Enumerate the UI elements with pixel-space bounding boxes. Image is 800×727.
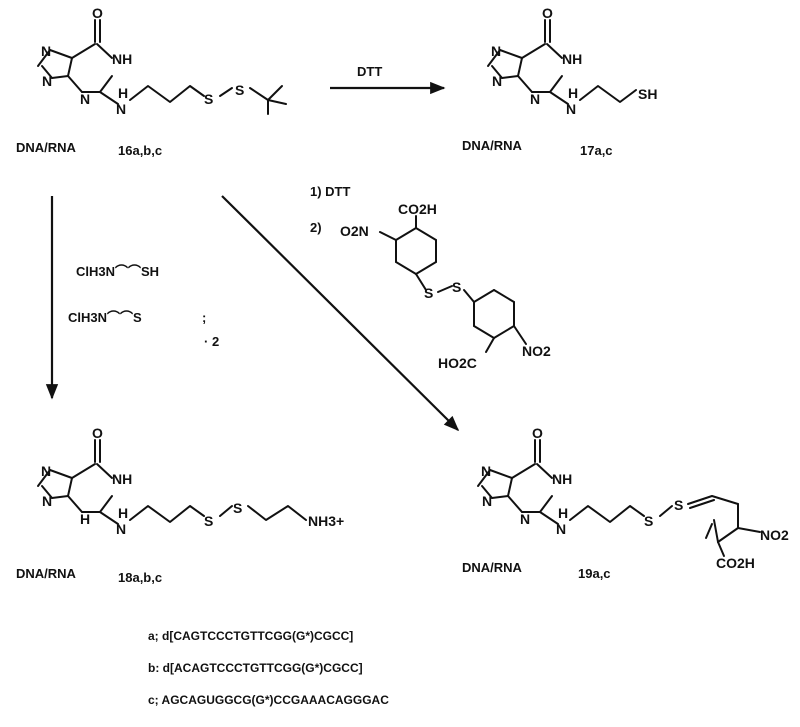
compound-16-s1: S	[204, 91, 213, 107]
dtnb-carboxyl-1: CO2H	[398, 201, 437, 217]
dtnb-nitro-1: O2N	[340, 223, 369, 239]
compound-17-substrate: DNA/RNA	[462, 138, 523, 153]
compound-16-n3: N	[80, 91, 90, 107]
compound-18-ammonium: NH3+	[308, 513, 344, 529]
compound-18-nh: NH	[112, 471, 132, 487]
compound-16-label: 16a,b,c	[118, 143, 162, 158]
compound-16-h: H	[118, 85, 128, 101]
compound-16-s2: S	[235, 82, 244, 98]
compound-17-sh: SH	[638, 86, 657, 102]
compound-17-n7: N	[491, 43, 501, 59]
compound-17-nh: NH	[562, 51, 582, 67]
compound-16-nh: NH	[112, 51, 132, 67]
compound-16-substrate: DNA/RNA	[16, 140, 77, 155]
compound-19-n9: N	[482, 493, 492, 509]
sequence-b: b: d[ACAGTCCCTGTTCGG(G*)CGCC]	[148, 661, 363, 675]
compound-17-h: H	[568, 85, 578, 101]
compound-18-n7: N	[41, 463, 51, 479]
compound-18-label: 18a,b,c	[118, 570, 162, 585]
cystamine-reagent: ClH3N⌒⌒S	[68, 310, 142, 325]
compound-19-substrate: DNA/RNA	[462, 560, 523, 575]
compound-18-n9: N	[42, 493, 52, 509]
compound-19-nitro: NO2	[760, 527, 789, 543]
compound-19-structure	[477, 439, 761, 557]
compound-17-n9: N	[492, 73, 502, 89]
compound-19-label: 19a,c	[578, 566, 611, 581]
compound-18-n: N	[116, 521, 126, 537]
compound-17-n3: N	[530, 91, 540, 107]
compound-16-structure	[37, 19, 287, 115]
compound-18-oxygen: O	[92, 425, 103, 441]
cystamine-times-two: · 2	[204, 334, 219, 349]
compound-18-structure	[37, 439, 307, 525]
compound-19-s1: S	[644, 513, 653, 529]
arrow-16-to-19	[221, 195, 460, 432]
compound-19-n3: N	[520, 511, 530, 527]
compound-17-oxygen: O	[542, 5, 553, 21]
compound-19-carboxyl: CO2H	[716, 555, 755, 571]
compound-19-h: H	[558, 505, 568, 521]
compound-18-s2: S	[233, 500, 242, 516]
dtnb-reagent-structure	[379, 215, 527, 353]
compound-17-structure	[487, 19, 637, 105]
compound-19-n: N	[556, 521, 566, 537]
compound-19-oxygen: O	[532, 425, 543, 441]
dtnb-nitro-2: NO2	[522, 343, 551, 359]
compound-16-n: N	[116, 101, 126, 117]
step-1-dtt: 1) DTT	[310, 184, 351, 199]
dtnb-s2: S	[452, 279, 461, 295]
sequence-a: a; d[CAGTCCCTGTTCGG(G*)CGCC]	[148, 629, 353, 643]
cysteamine-reagent: ClH3N⌒⌒SH	[76, 264, 159, 279]
compound-18-n3: H	[80, 511, 90, 527]
compound-17-n: N	[566, 101, 576, 117]
dtt-reagent-label: DTT	[357, 64, 382, 79]
sequence-c: c; AGCAGUGGCG(G*)CCGAAACAGGGAC	[148, 693, 389, 707]
compound-19-n7: N	[481, 463, 491, 479]
dtnb-s1: S	[424, 285, 433, 301]
compound-18-s1: S	[204, 513, 213, 529]
compound-18-h: H	[118, 505, 128, 521]
compound-16-n7: N	[41, 43, 51, 59]
step-2-label: 2)	[310, 220, 322, 235]
compound-18-substrate: DNA/RNA	[16, 566, 77, 581]
compound-16-n9: N	[42, 73, 52, 89]
compound-19-s2: S	[674, 497, 683, 513]
compound-16-oxygen: O	[92, 5, 103, 21]
compound-19-nh: NH	[552, 471, 572, 487]
cystamine-bracket: ;	[202, 310, 206, 325]
dtnb-carboxyl-2: HO2C	[438, 355, 477, 371]
compound-17-label: 17a,c	[580, 143, 613, 158]
